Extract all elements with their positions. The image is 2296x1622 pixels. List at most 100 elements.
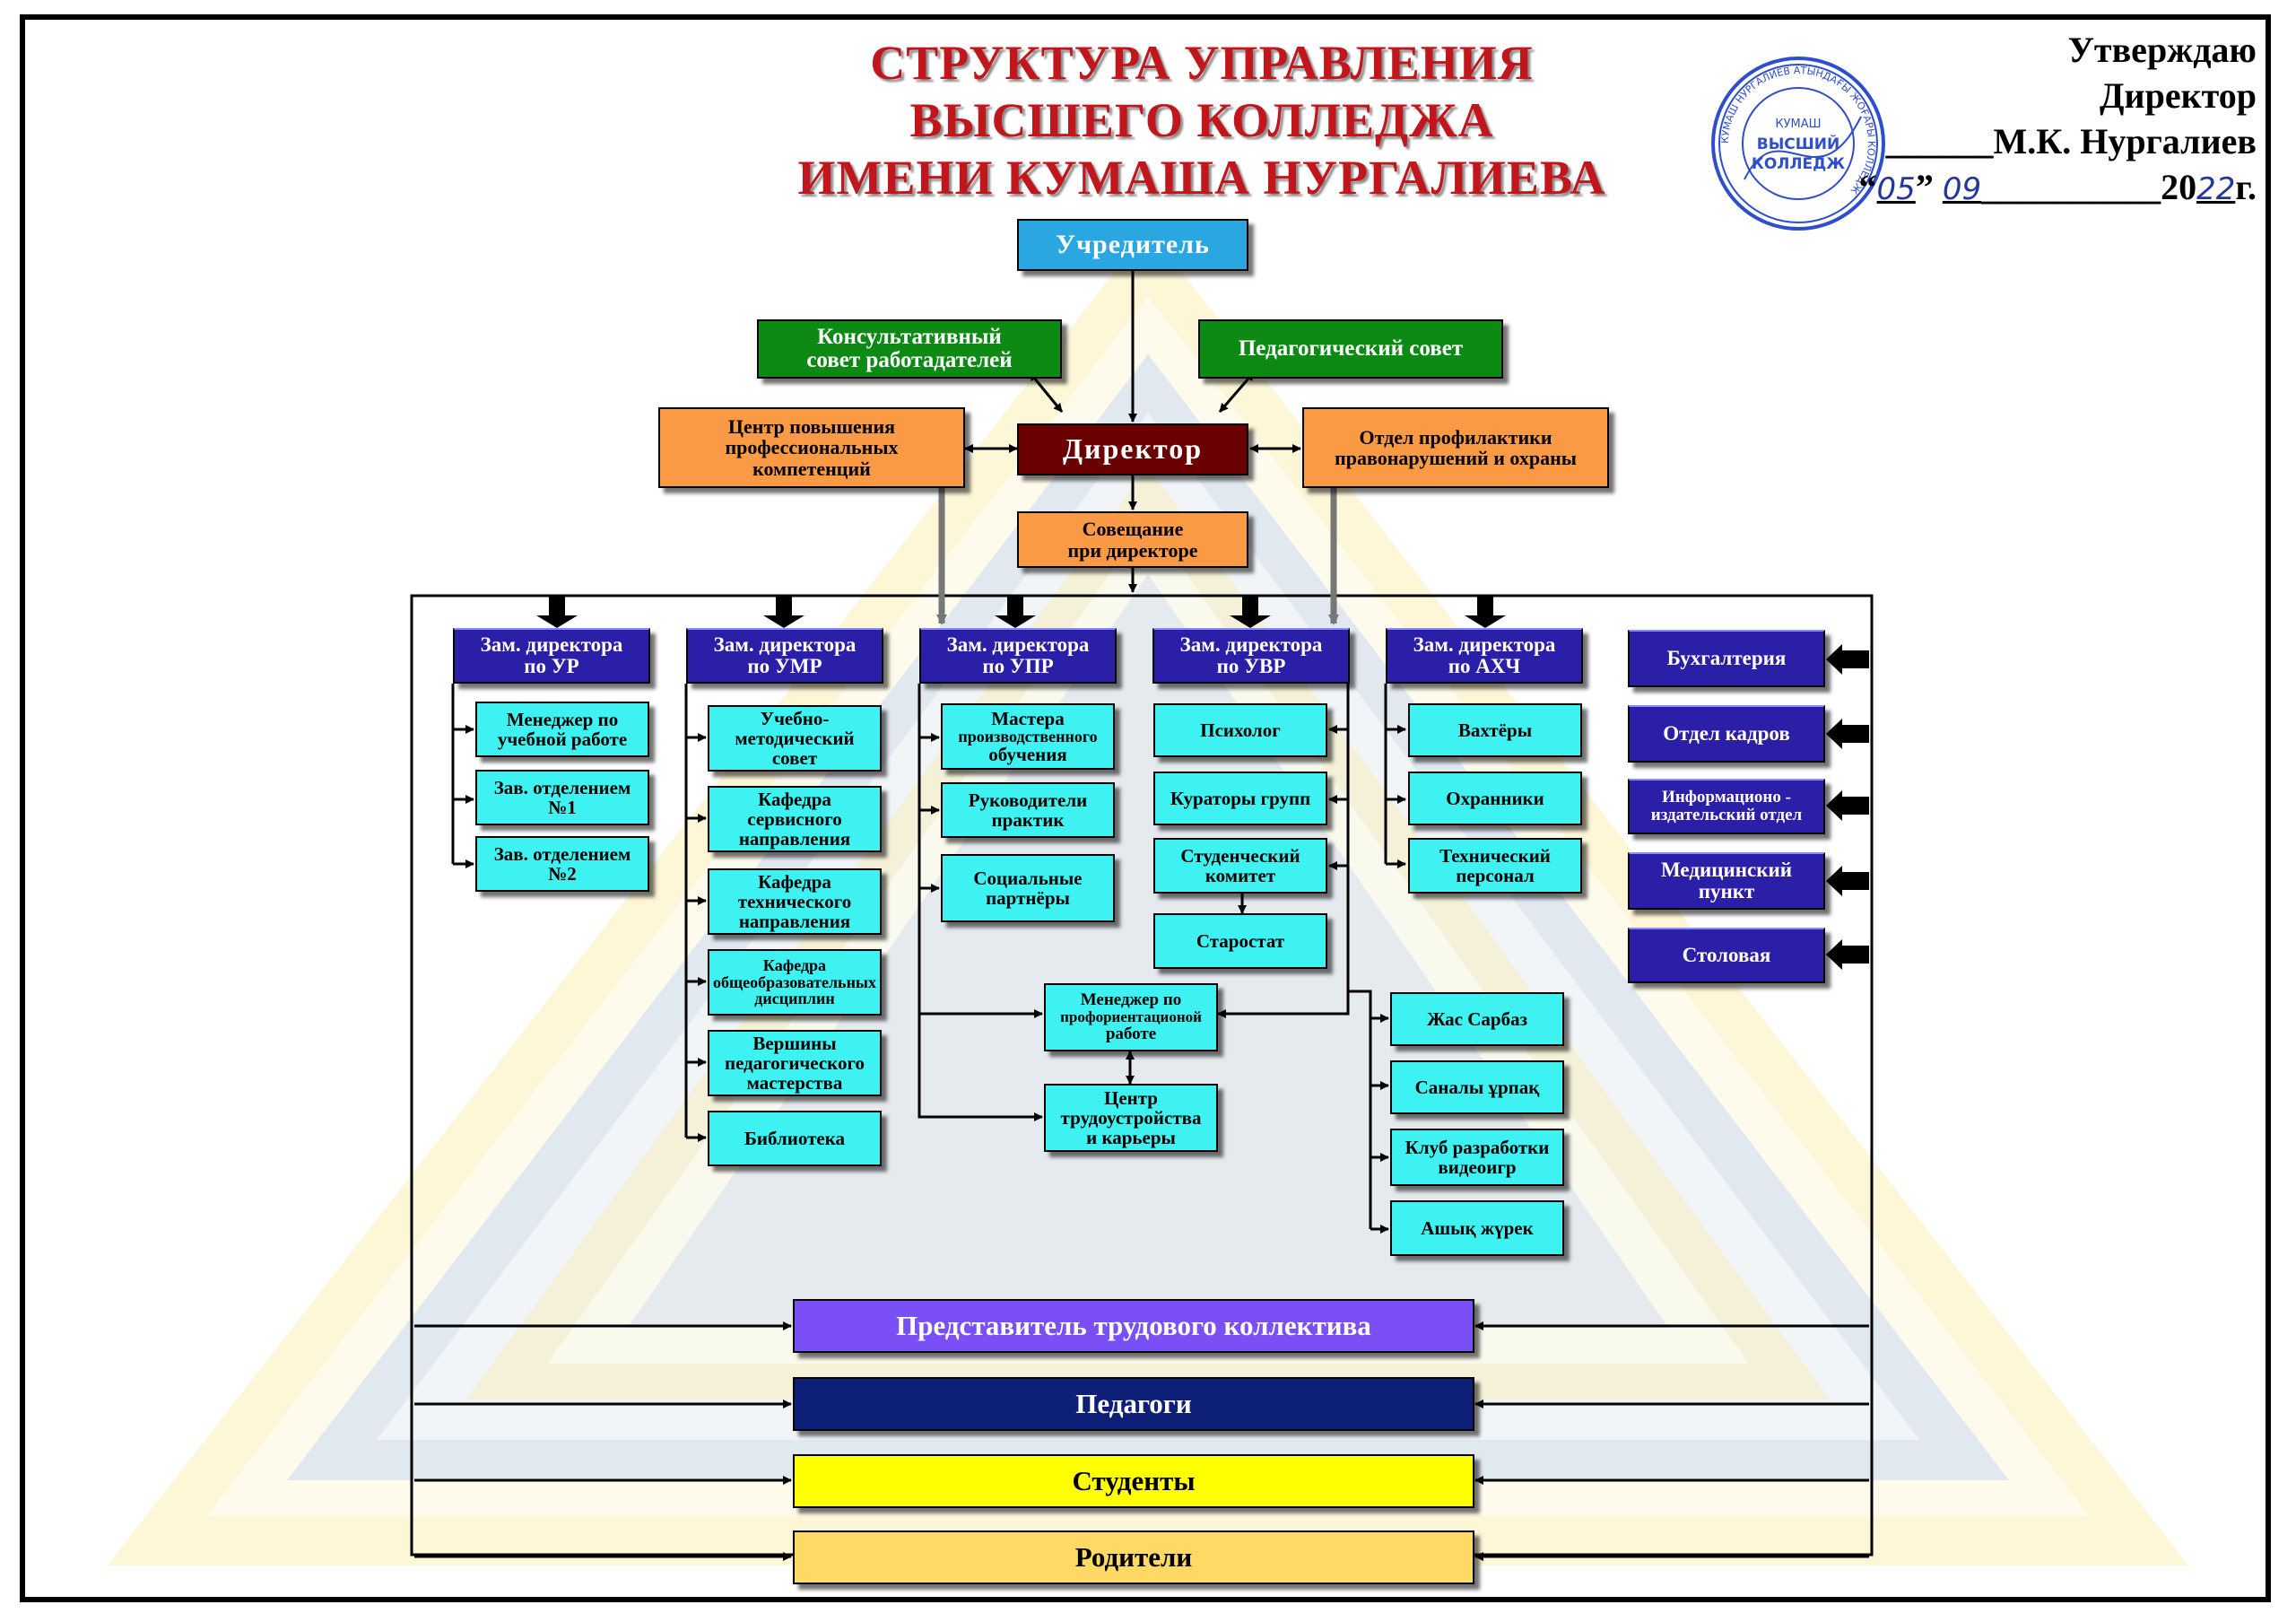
meeting-line-1: Совещание [1082,518,1184,541]
students-bar: Студенты [793,1454,1474,1508]
labor-rep-label: Представитель трудового коллектива [896,1309,1371,1341]
date-month: 09 [1942,171,1982,207]
umr-item-5-line-2: педагогического [725,1051,865,1074]
service-box: Столовая [1628,928,1825,983]
center-item-2-line-2: трудоустройства [1060,1106,1202,1129]
center-item-1-line-1: Менеджер по [1080,990,1182,1010]
umr-item-1-line-3: совет [771,747,818,770]
deputy-ahch-line-1: Зам. директора [1413,632,1556,656]
club-box: Жас Сарбаз [1390,992,1564,1046]
center-prof-line-1: Центр повышения [727,415,896,439]
dept-prevention-box: Отдел профилактики правонарушений и охра… [1302,407,1609,488]
club-4-line-1: Ашық жүрек [1421,1216,1534,1239]
upr-item-2-line-2: практик [991,809,1065,831]
parents-bar: Родители [793,1530,1474,1584]
uvr-item-box: Старостат [1153,913,1327,969]
seal-text-3: КОЛЛЕДЖ [1752,155,1845,173]
center-prof-line-2: профессиональных [725,436,899,459]
umr-item-5-line-3: мастерства [746,1072,843,1094]
umr-item-4-line-2: общеобразовательных [712,972,876,991]
ur-item-3-line-1: Зав. отделением [493,842,631,865]
deputy-ahch-box: Зам. директора по АХЧ [1386,628,1583,684]
umr-item-4-line-3: дисциплин [754,990,835,1008]
approval-line-2: Директор [2100,75,2257,116]
date-blank: __________ [1981,167,2161,207]
founder-box: Учредитель [1017,219,1248,271]
upr-item-3-line-2: партнёры [986,887,1070,909]
deputy-umr-line-1: Зам. директора [713,632,857,656]
center-prof-line-3: компетенций [752,457,871,480]
uvr-item-box: Психолог [1153,703,1327,757]
director-box: Директор [1017,423,1248,475]
center-prof-box: Центр повышения профессиональных компете… [658,407,965,488]
ahch-item-1-line-1: Вахтёры [1457,719,1533,741]
service-box: Бухгалтерия [1628,630,1825,687]
approver-name: М.К. Нургалиев [1993,121,2257,161]
umr-item-2-line-2: сервисного [747,807,842,830]
service-4-line-1: Медицинский [1661,858,1792,881]
deputy-ur-line-2: по УР [524,655,579,677]
ahch-item-box: Вахтёры [1408,703,1582,757]
ahch-item-2-line-1: Охранники [1446,787,1544,809]
club-1-line-1: Жас Сарбаз [1426,1007,1528,1030]
deputy-umr-line-2: по УМР [747,655,822,677]
umr-item-2-line-1: Кафедра [758,788,831,810]
teachers-bar: Педагоги [793,1377,1474,1431]
club-2-line-1: Саналы ұрпақ [1414,1076,1540,1098]
ur-item-3-line-2: №2 [548,863,577,885]
dept-prev-line-2: правонарушений и охраны [1335,447,1577,469]
dept-prev-line-1: Отдел профилактики [1359,425,1552,449]
umr-item-1-line-1: Учебно- [760,707,830,729]
upr-item-3-line-1: Социальные [973,867,1083,889]
date-open-quote: “ [1858,167,1877,207]
umr-item-4-line-1: Кафедра [762,955,827,974]
deputy-ur-box: Зам. директора по УР [453,628,650,684]
title-line-3: ИМЕНИ КУМАША НУРГАЛИЕВА [797,151,1606,205]
umr-item-6-line-1: Библиотека [744,1127,845,1149]
parents-label: Родители [1074,1540,1193,1573]
center-item-2-line-1: Центр [1103,1086,1158,1109]
deputy-uvr-line-2: по УВР [1216,655,1286,677]
center-item-1-line-3: работе [1105,1024,1157,1043]
approval-line-3: ______М.К. Нургалиев [1700,118,2257,164]
service-3-line-1: Информационо - [1662,788,1791,807]
title-line-1: СТРУКТУРА УПРАВЛЕНИЯ [870,36,1534,90]
title-line-2: ВЫСШЕГО КОЛЛЕДЖА [909,93,1494,147]
director-label: Директор [1063,432,1203,466]
umr-item-3-line-1: Кафедра [758,870,831,893]
deputy-upr-line-1: Зам. директора [946,632,1090,656]
ahch-item-3-line-1: Технический [1439,844,1551,867]
deputy-ahch-line-2: по АХЧ [1448,655,1521,677]
college-seal-icon: КУМАШ НУРГАЛИЕВ АТЫНДАҒЫ ЖОҒАРЫ КОЛЛЕДЖ … [1711,57,1885,231]
uvr-item-box: Кураторы групп [1153,772,1327,825]
deputy-upr-box: Зам. директора по УПР [919,628,1117,684]
club-box: Саналы ұрпақ [1390,1060,1564,1114]
service-5-line-1: Столовая [1682,943,1771,966]
approval-line-1: Утверждаю [2067,30,2257,70]
date-suffix: г. [2235,167,2257,207]
ahch-item-box: Охранники [1408,772,1582,825]
service-box: Отдел кадров [1628,705,1825,763]
upr-item-2-line-1: Руководители [968,789,1088,811]
seal-text-2: ВЫСШИЙ [1757,134,1840,153]
upr-item-1-line-3: обучения [988,744,1067,766]
service-1-line-1: Бухгалтерия [1666,646,1787,669]
service-box: Информационо -издательский отдел [1628,779,1825,834]
deputy-uvr-line-1: Зам. директора [1179,632,1323,656]
ur-item-1-line-2: учебной работе [497,728,628,750]
uvr-item-3-line-1: Студенческий [1180,844,1300,867]
meeting-box: Совещание при директоре [1017,511,1248,568]
service-3-line-2: издательский отдел [1650,806,1803,824]
consult-line-1: Консультативный [817,324,1002,349]
